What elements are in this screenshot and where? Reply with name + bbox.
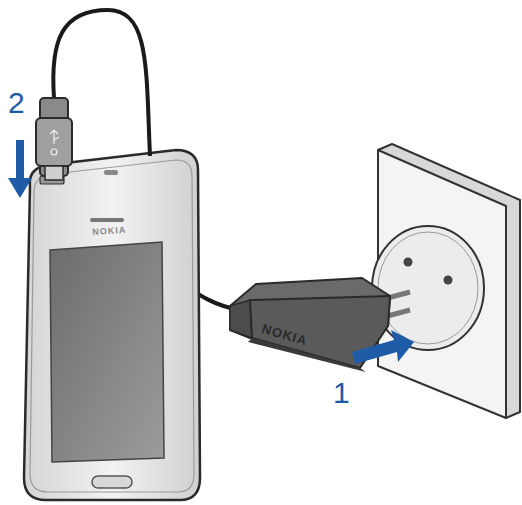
wall-socket <box>372 144 520 418</box>
callout-number: 1 <box>333 378 350 408</box>
phone <box>24 150 200 500</box>
insert-arrow <box>352 330 414 364</box>
insert-arrow <box>8 140 32 198</box>
usb-plug <box>36 10 150 180</box>
charger <box>230 278 410 372</box>
callout-number: 2 <box>8 88 25 118</box>
